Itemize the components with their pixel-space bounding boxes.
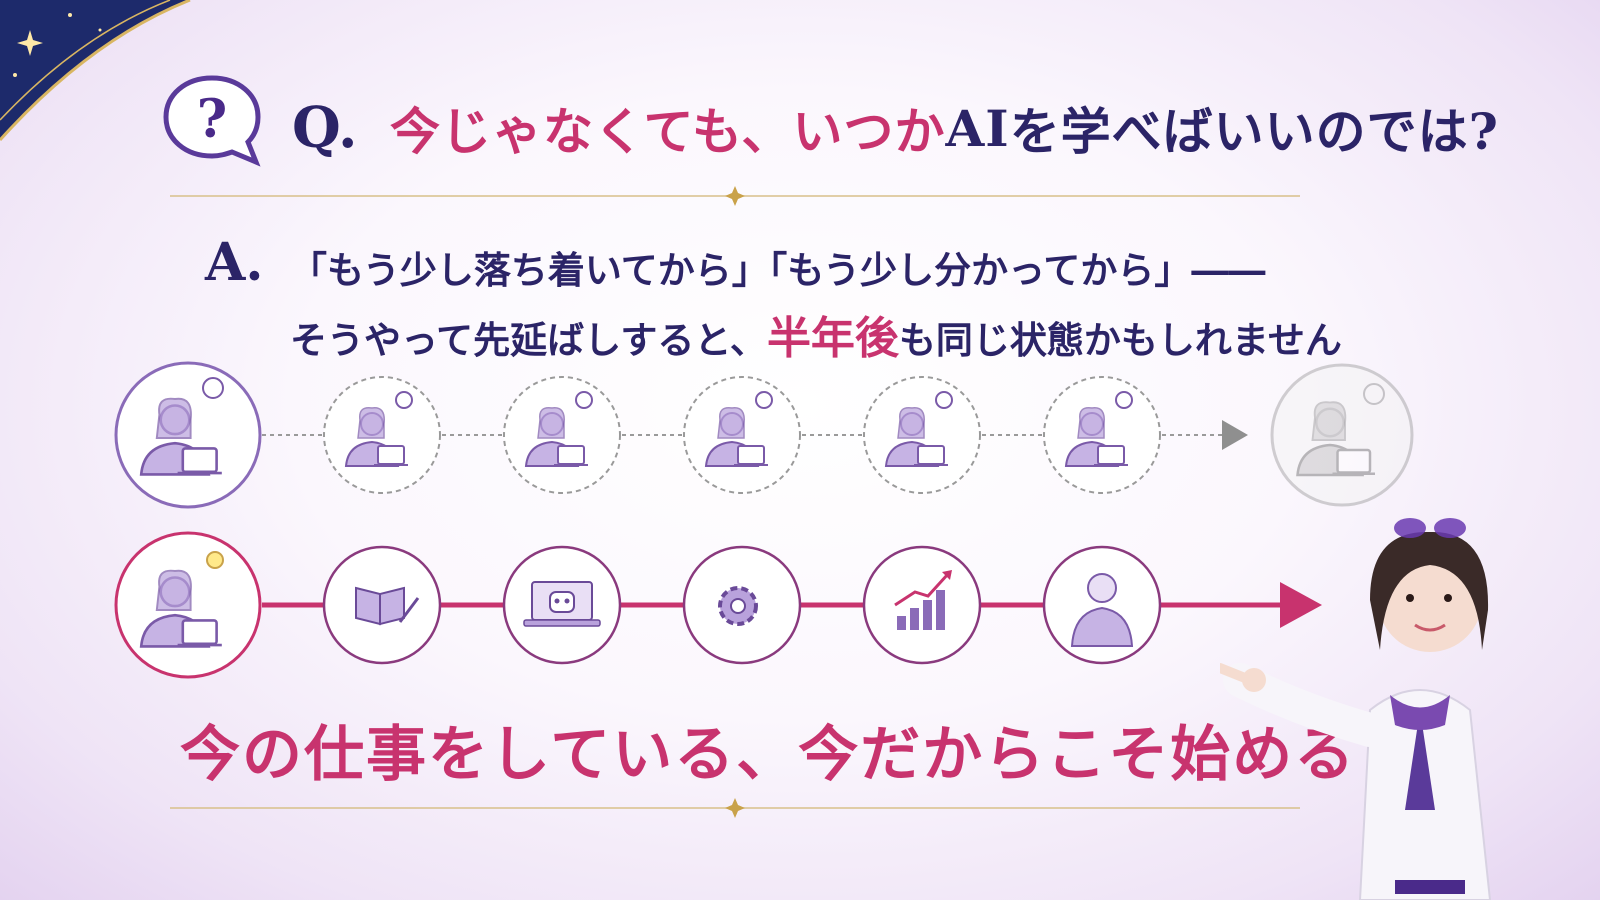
bottom-node-1: [114, 531, 262, 679]
top-node-7-faded: [1270, 363, 1414, 507]
svg-text:?: ?: [197, 89, 227, 150]
question-mark-label: Q.: [292, 95, 358, 161]
timeline-diagram: [114, 361, 1414, 679]
question-suffix: を学べばいいのでは?: [1009, 102, 1499, 161]
question-prefix: 今じゃなくても、いつか: [390, 102, 946, 161]
top-row-connectors: [262, 420, 1248, 450]
divider-top: [170, 186, 1300, 206]
answer-line-2-prefix: そうやって先延ばしすると、: [290, 318, 767, 362]
presenter-illustration: [1220, 518, 1492, 900]
conclusion-text: 今の仕事をしている、今だからこそ始める: [180, 720, 1357, 790]
bottom-node-4: [682, 545, 802, 665]
answer-line-1: 「もう少し落ち着いてから」「もう少し分かってから」――: [290, 248, 1266, 292]
answer-highlight: 半年後: [766, 313, 899, 364]
top-node-1: [114, 361, 262, 509]
bottom-node-5: [862, 545, 982, 665]
answer-line-2: そうやって先延ばしすると、半年後も同じ状態かもしれません: [290, 302, 1342, 366]
corner-decoration: [0, 0, 191, 142]
bottom-node-6: [1042, 545, 1162, 665]
top-node-6: [1043, 376, 1161, 494]
top-node-2: [323, 376, 441, 494]
top-node-3: [503, 376, 621, 494]
question-highlight: AI: [945, 98, 1010, 158]
top-node-5: [863, 376, 981, 494]
top-node-4: [683, 376, 801, 494]
answer-mark-label: A.: [205, 232, 264, 293]
answer-line-2-suffix: も同じ状態かもしれません: [898, 318, 1342, 362]
divider-bottom: [170, 798, 1300, 818]
question-bubble-icon: ?: [163, 75, 261, 167]
bottom-node-3: [502, 545, 622, 665]
bottom-node-2: [322, 545, 442, 665]
